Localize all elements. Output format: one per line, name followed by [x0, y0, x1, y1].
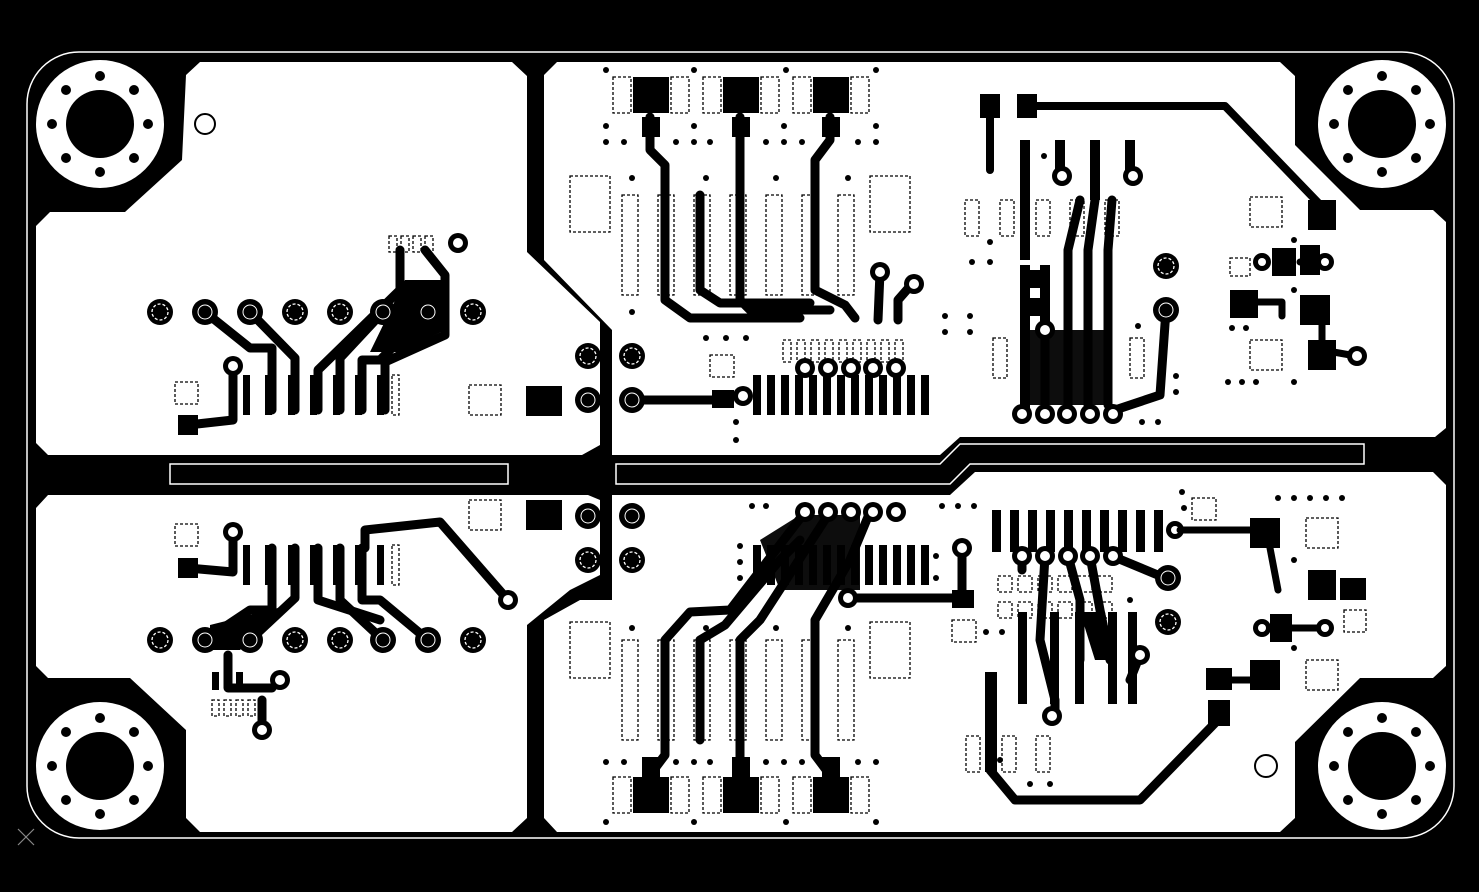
origin-cross-icon: [17, 828, 35, 846]
pour-bottom-left: [36, 495, 600, 832]
mounting-hole-bl: [36, 702, 164, 830]
mounting-hole-tl: [36, 60, 164, 188]
slot-left: [169, 463, 509, 485]
pour-top-right: [544, 62, 1446, 455]
slot-right: [615, 443, 1365, 485]
section-bottom-right: [569, 489, 1367, 825]
mounting-hole-tr: [1318, 60, 1446, 188]
pour-top-left: [36, 62, 600, 455]
section-top-left: [147, 113, 601, 435]
section-top-right: [569, 67, 1367, 443]
board-outline: [26, 51, 1455, 839]
mounting-hole-br: [1318, 702, 1446, 830]
section-bottom-left: [147, 499, 601, 740]
